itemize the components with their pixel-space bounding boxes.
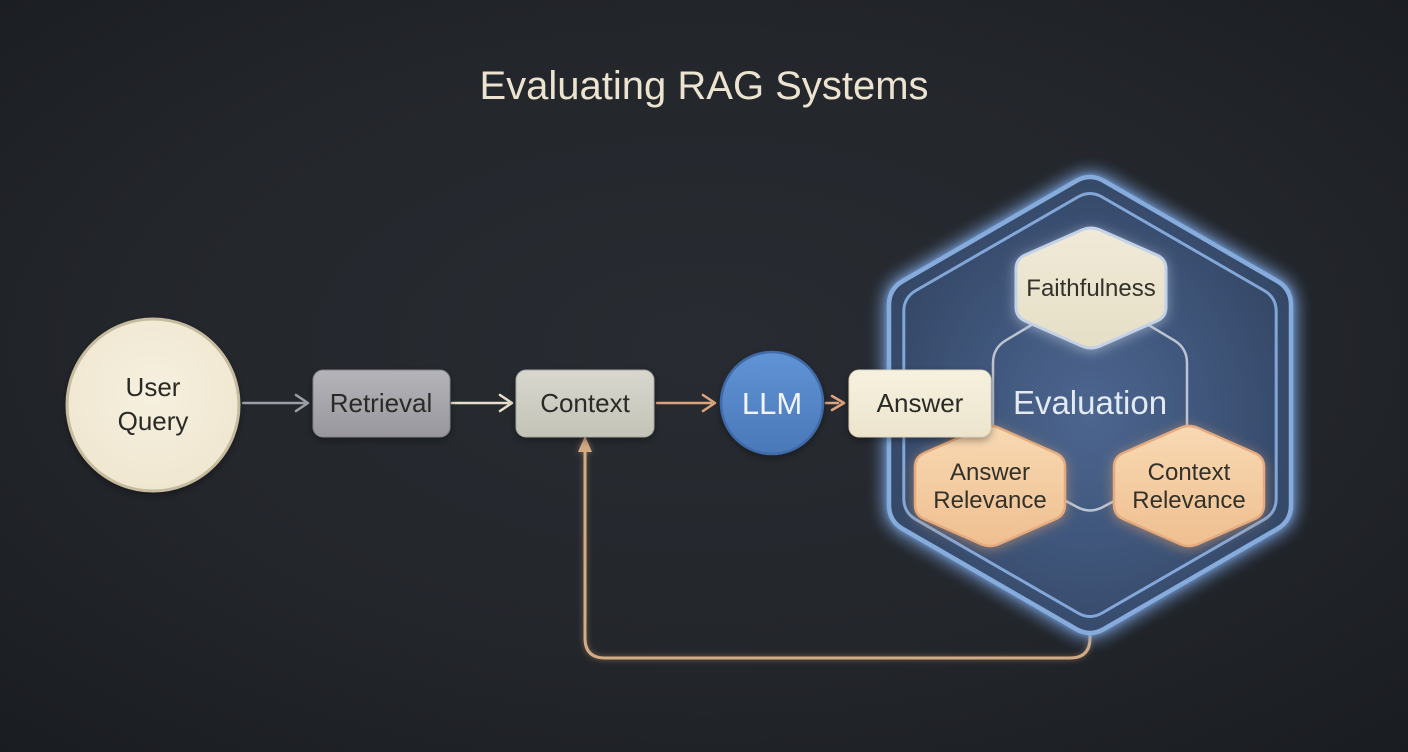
user-query-label-line2: Query [118,406,189,436]
answer-box [848,369,992,438]
user-query-label-line1: User [126,372,181,402]
user-query-circle [65,317,241,493]
context-relevance-node: Context Relevance [1112,424,1266,548]
faithfulness-node: Faithfulness [1014,226,1168,350]
llm-label: LLM [742,386,802,421]
feedback-arrowhead-icon [578,436,592,452]
answer-relevance-label-line1: Answer [950,459,1030,486]
answer-label: Answer [877,388,964,418]
edge-context-llm [655,393,717,413]
feedback-loop-line [583,446,1092,660]
evaluation-hexagon-inner [902,192,1278,618]
arrowhead-icon [701,393,717,413]
retrieval-box [312,369,451,438]
context-relevance-label-line1: Context [1148,459,1231,486]
edge-evaluation-context-feedback [578,436,1092,660]
answer-relevance-node: Answer Relevance [913,424,1067,548]
arrowhead-icon [498,393,514,413]
context-relevance-label-line2: Relevance [1132,487,1245,514]
edge-llm-answer [824,394,846,412]
metric-links [991,292,1189,512]
context-node: Context [515,369,655,438]
context-box [515,369,655,438]
page-title: Evaluating RAG Systems [479,64,928,108]
edge-retrieval-context [450,393,514,413]
answer-node: Answer [848,369,992,438]
user-query-node: User Query [65,317,241,493]
arrowhead-icon [294,393,310,413]
retrieval-node: Retrieval [312,369,451,438]
context-label: Context [540,388,630,418]
evaluation-label: Evaluation [1013,384,1167,421]
llm-node: LLM [719,350,825,456]
edge-user-query-retrieval [241,393,310,413]
retrieval-label: Retrieval [330,388,433,418]
faithfulness-label: Faithfulness [1026,275,1155,302]
llm-circle [719,350,825,456]
answer-relevance-label-line2: Relevance [933,487,1046,514]
arrowhead-icon [830,394,846,412]
